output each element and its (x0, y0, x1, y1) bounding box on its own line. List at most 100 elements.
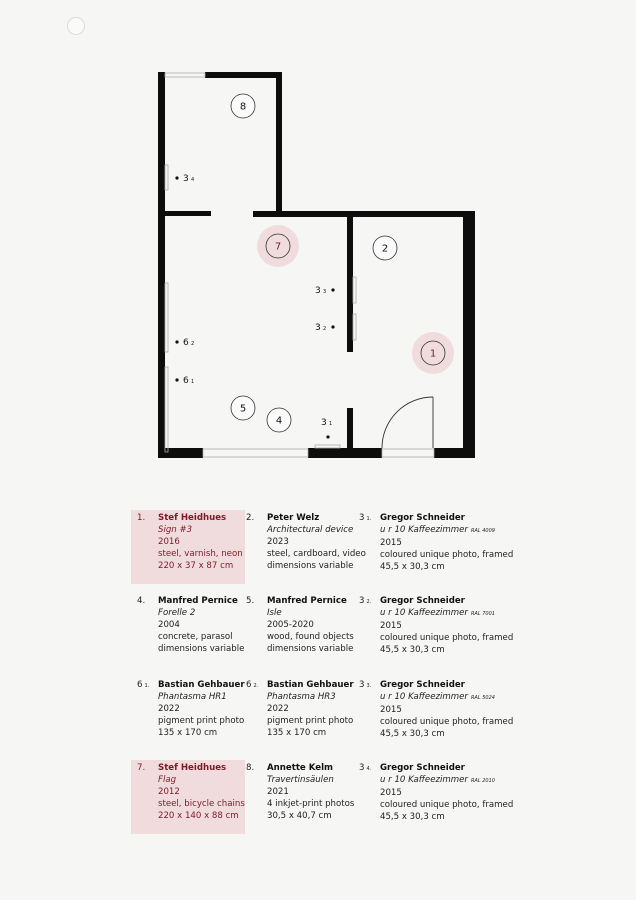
marker-label: 2 (382, 244, 388, 255)
artist-name: Bastian Gehbauer (267, 680, 354, 690)
artist-name: Manfred Pernice (267, 596, 347, 606)
marker-label: 1 (430, 349, 436, 360)
work-size: 45,5 x 30,3 cm (380, 562, 445, 572)
artist-name: Manfred Pernice (158, 596, 238, 606)
work-title: Phantasma HR3 (267, 692, 336, 702)
artwork-dot (331, 288, 335, 292)
wall-label-sub: 4 (191, 177, 194, 183)
marker-circle (420, 340, 446, 366)
work-number: 8. (246, 763, 255, 773)
work-entry: 4. Manfred Pernice Forelle 2 2004 concre… (137, 595, 245, 655)
marker-circle (230, 93, 256, 119)
wall-label-sub: 2 (191, 341, 194, 347)
wall-label-num: 3 (183, 174, 189, 184)
work-number: 5. (246, 596, 255, 606)
work-size: 220 x 37 x 87 cm (158, 561, 234, 571)
work-material: 4 inkjet-print photos (267, 799, 355, 809)
artist-name: Peter Welz (267, 513, 320, 523)
work-title: Phantasma HR1 (158, 692, 227, 702)
artist-name: Gregor Schneider (380, 513, 465, 523)
artwork-dot (175, 378, 179, 382)
wall-label-num: 3 (321, 418, 327, 428)
work-size: dimensions variable (267, 644, 354, 654)
artist-name: Stef Heidhues (158, 763, 227, 773)
work-entry: 8. Annette Kelm Travertinsäulen 2021 4 i… (246, 762, 355, 822)
artwork-dot (331, 325, 335, 329)
marker-circle (265, 233, 291, 259)
work-year: 2015 (380, 705, 402, 715)
highlight-box (131, 760, 245, 834)
wall-label-sub: 3 (323, 289, 326, 295)
wall-label-num: 3 (315, 323, 321, 333)
work-year: 2022 (158, 704, 180, 714)
door (381, 396, 434, 449)
artwork-dot (175, 176, 179, 180)
marker-5: 5 (230, 395, 256, 421)
work-size: 220 x 140 x 88 cm (158, 811, 239, 821)
work-entry: 2. Peter Welz Architectural device 2023 … (246, 512, 366, 572)
work-year: 2015 (380, 621, 402, 631)
work-material: pigment print photo (158, 716, 245, 726)
work-material: wood, found objects (267, 632, 354, 642)
work-size: 135 x 170 cm (158, 728, 218, 738)
work-size: 45,5 x 30,3 cm (380, 645, 445, 655)
work-entry: 1. Stef Heidhues Sign #3 2016 steel, var… (137, 512, 243, 572)
work-material: pigment print photo (267, 716, 354, 726)
marker-7: 7 (257, 225, 299, 267)
marker-label: 8 (240, 102, 246, 113)
work-entry: 5. Manfred Pernice Isle 2005-2020 wood, … (246, 595, 354, 655)
marker-8: 8 (230, 93, 256, 119)
highlight-halo (257, 225, 299, 267)
work-year: 2021 (267, 787, 289, 797)
work-size: dimensions variable (158, 644, 245, 654)
work-title: Forelle 2 (158, 608, 196, 618)
work-material: steel, varnish, neon (158, 549, 243, 559)
wall-label-num: 3 (315, 286, 321, 296)
work-year: 2015 (380, 788, 402, 798)
artist-name: Gregor Schneider (380, 680, 465, 690)
highlight-halo (412, 332, 454, 374)
work-material: steel, bicycle chains (158, 799, 245, 809)
work-title: Sign #3 (158, 525, 193, 535)
work-year: 2016 (158, 537, 180, 547)
punch-hole (67, 17, 85, 35)
artist-name: Annette Kelm (267, 763, 333, 773)
work-title: Isle (267, 608, 282, 618)
marker-circle (230, 395, 256, 421)
artwork-dot (175, 340, 179, 344)
work-material: coloured unique photo, framed (380, 633, 514, 643)
work-number: 2. (246, 513, 255, 523)
wall-label-sub: 2 (323, 326, 326, 332)
work-size: 45,5 x 30,3 cm (380, 729, 445, 739)
work-size: 30,5 x 40,7 cm (267, 811, 332, 821)
work-material: concrete, parasol (158, 632, 233, 642)
work-material: coloured unique photo, framed (380, 717, 514, 727)
work-year: 2023 (267, 537, 289, 547)
work-title: Architectural device (267, 525, 354, 535)
highlight-box (131, 510, 245, 584)
marker-2: 2 (372, 235, 398, 261)
artist-name: Bastian Gehbauer (158, 680, 245, 690)
windows (164, 72, 435, 458)
marker-label: 5 (240, 404, 246, 415)
marker-4: 4 (266, 407, 292, 433)
wall-label-num: 6 (183, 376, 189, 386)
